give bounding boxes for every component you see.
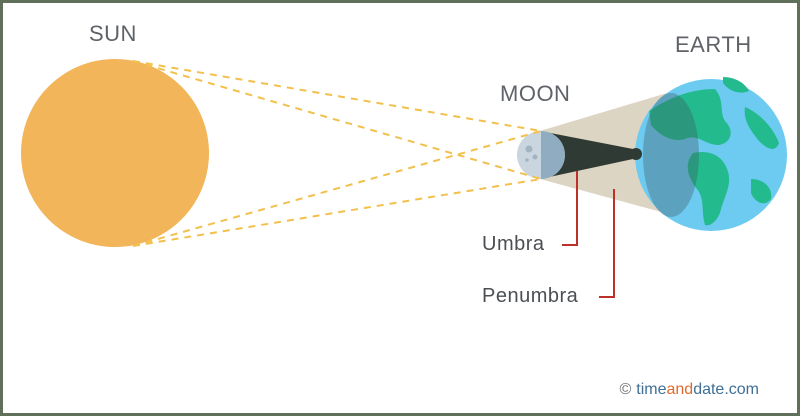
umbra-label: Umbra [482,233,545,255]
umbra-pointer [562,171,578,246]
sun-rays [132,60,542,247]
eclipse-diagram [21,59,787,298]
umbra-cone [540,131,633,179]
moon-label: MOON [500,81,571,106]
sun-label: SUN [89,21,137,46]
credit-suffix: date.com [693,381,759,398]
credit-middle: and [666,381,694,398]
penumbra-label: Penumbra [482,285,579,307]
credit-prefix: time [636,381,667,398]
umbra-spot [630,148,642,160]
source-credit[interactable]: ©timeanddate.com [619,381,759,399]
moon-disc [517,131,565,179]
earth-globe [635,77,787,231]
earth-label: EARTH [675,32,752,57]
sun-disc [21,59,209,247]
copyright-icon: © [619,381,632,398]
penumbra-pointer [599,189,615,298]
